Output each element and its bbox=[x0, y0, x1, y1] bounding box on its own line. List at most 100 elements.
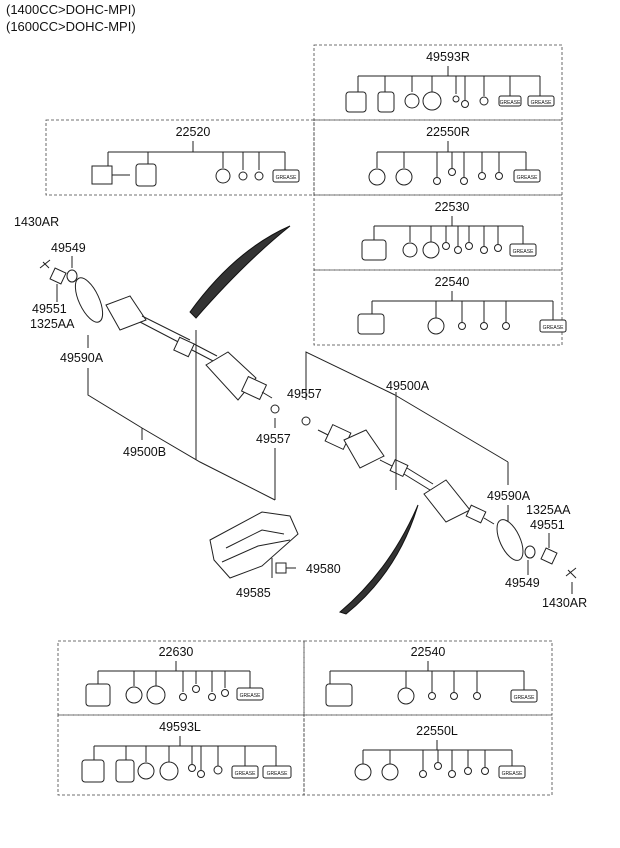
damper-icon bbox=[389, 458, 409, 478]
clip-icon bbox=[454, 246, 462, 254]
clip-icon bbox=[480, 322, 488, 330]
split-pin-icon bbox=[42, 261, 50, 269]
clip-icon bbox=[480, 246, 488, 254]
grease-tube-text: GREASE bbox=[240, 693, 262, 699]
clip-icon bbox=[448, 770, 456, 778]
kit-box-22630: 22630 GREASE bbox=[57, 640, 305, 716]
grease-tube-text: GREASE bbox=[517, 175, 539, 181]
kit-label-49593R: 49593R bbox=[426, 50, 470, 64]
ring-icon bbox=[159, 761, 179, 781]
clip-icon bbox=[254, 171, 264, 181]
kit-box-22530: 22530 GREASE bbox=[313, 194, 563, 271]
boot-icon bbox=[135, 163, 157, 187]
grease-tube-text: GREASE bbox=[514, 695, 536, 701]
boot-icon bbox=[81, 759, 105, 783]
clip-icon bbox=[450, 692, 458, 700]
bolt-icon bbox=[275, 562, 287, 574]
boot-icon bbox=[357, 313, 385, 335]
callout-49551-left: 49551 bbox=[32, 302, 67, 316]
grease-tube-text: GREASE bbox=[235, 771, 257, 777]
kit-box-22540-top: 22540 GREASE bbox=[313, 269, 567, 346]
boot-icon bbox=[377, 91, 395, 113]
clip-icon bbox=[238, 171, 248, 181]
ring-icon bbox=[381, 763, 399, 781]
circlip-icon bbox=[270, 404, 280, 414]
kit-box-22550L: 22550L GREASE bbox=[303, 714, 553, 796]
ring-icon bbox=[397, 687, 415, 705]
spec-line-1400cc: (1400CC>DOHC-MPI) bbox=[6, 2, 136, 17]
outer-joint-boot-icon bbox=[423, 479, 471, 523]
nut-icon bbox=[540, 547, 558, 565]
outer-joint-boot-icon bbox=[105, 295, 147, 331]
callout-49500B: 49500B bbox=[123, 445, 166, 459]
circlip-icon bbox=[301, 416, 311, 426]
ring-icon bbox=[368, 168, 386, 186]
grease-tube-icon bbox=[236, 687, 264, 701]
kit-box-49593L: 49593L GREASE GREASE bbox=[57, 714, 305, 796]
callout-49549-right: 49549 bbox=[505, 576, 540, 590]
clip-icon bbox=[473, 692, 481, 700]
grease-tube-icon bbox=[509, 243, 537, 257]
ring-icon bbox=[422, 241, 440, 259]
clip-icon bbox=[192, 685, 200, 693]
kit-label-22550R: 22550R bbox=[426, 125, 470, 139]
grease-tube-icon bbox=[510, 689, 538, 703]
clip-icon bbox=[448, 168, 456, 176]
abs-ring-icon bbox=[496, 519, 524, 561]
boot-icon bbox=[325, 683, 353, 707]
callout-49557-lower: 49557 bbox=[256, 432, 291, 446]
grease-tube-text: GREASE bbox=[543, 325, 565, 331]
left-drive-shaft-assembly bbox=[39, 259, 280, 501]
ring-icon bbox=[402, 242, 418, 258]
callout-49551-right: 49551 bbox=[530, 518, 565, 532]
grease-tube-icon bbox=[262, 765, 292, 779]
clip-icon bbox=[502, 322, 510, 330]
clip-icon bbox=[197, 770, 205, 778]
callout-1430AR-left: 1430AR bbox=[14, 215, 59, 229]
clip-icon bbox=[479, 96, 489, 106]
clip-icon bbox=[221, 689, 229, 697]
kit-label-22630: 22630 bbox=[159, 645, 194, 659]
kit-box-22550R: 22550R GREASE bbox=[313, 119, 563, 196]
grease-tube-icon bbox=[231, 765, 259, 779]
clip-icon bbox=[494, 244, 502, 252]
clip-icon bbox=[428, 692, 436, 700]
damper-icon bbox=[173, 336, 195, 358]
washer-icon bbox=[66, 269, 78, 283]
nut-icon bbox=[49, 267, 67, 285]
kit-label-22530: 22530 bbox=[435, 200, 470, 214]
callout-1430AR-right: 1430AR bbox=[542, 596, 587, 610]
boot-icon bbox=[85, 683, 111, 707]
clip-icon bbox=[458, 322, 466, 330]
kit-label-22540-top: 22540 bbox=[435, 275, 470, 289]
section-curve-lower bbox=[338, 504, 419, 615]
callout-49590A-right: 49590A bbox=[487, 489, 531, 503]
kit-box-22540-bottom: 22540 GREASE bbox=[303, 640, 553, 716]
kit-label-49593L: 49593L bbox=[159, 720, 201, 734]
support-bracket bbox=[209, 511, 299, 579]
clip-icon bbox=[481, 767, 489, 775]
boot-icon bbox=[361, 239, 387, 261]
clip-icon bbox=[464, 767, 472, 775]
callout-49549-left: 49549 bbox=[51, 241, 86, 255]
clip-icon bbox=[495, 172, 503, 180]
callout-49557-upper: 49557 bbox=[287, 387, 322, 401]
grease-tube-text: GREASE bbox=[531, 100, 553, 106]
right-drive-shaft-assembly bbox=[301, 351, 577, 579]
bracket-icon bbox=[209, 511, 299, 579]
clip-icon bbox=[434, 762, 442, 770]
callout-49590A-left: 49590A bbox=[60, 351, 104, 365]
clip-icon bbox=[433, 177, 441, 185]
kit-label-22550L: 22550L bbox=[416, 724, 458, 738]
joint-housing-icon bbox=[91, 165, 113, 185]
clip-icon bbox=[419, 770, 427, 778]
clip-icon bbox=[188, 764, 196, 772]
clip-icon bbox=[452, 95, 460, 103]
clip-icon bbox=[179, 693, 187, 701]
kit-label-22520: 22520 bbox=[176, 125, 211, 139]
inner-joint-boot-icon bbox=[343, 429, 385, 469]
ring-icon bbox=[354, 763, 372, 781]
section-curve-upper bbox=[189, 225, 291, 319]
boot-icon bbox=[115, 759, 135, 783]
